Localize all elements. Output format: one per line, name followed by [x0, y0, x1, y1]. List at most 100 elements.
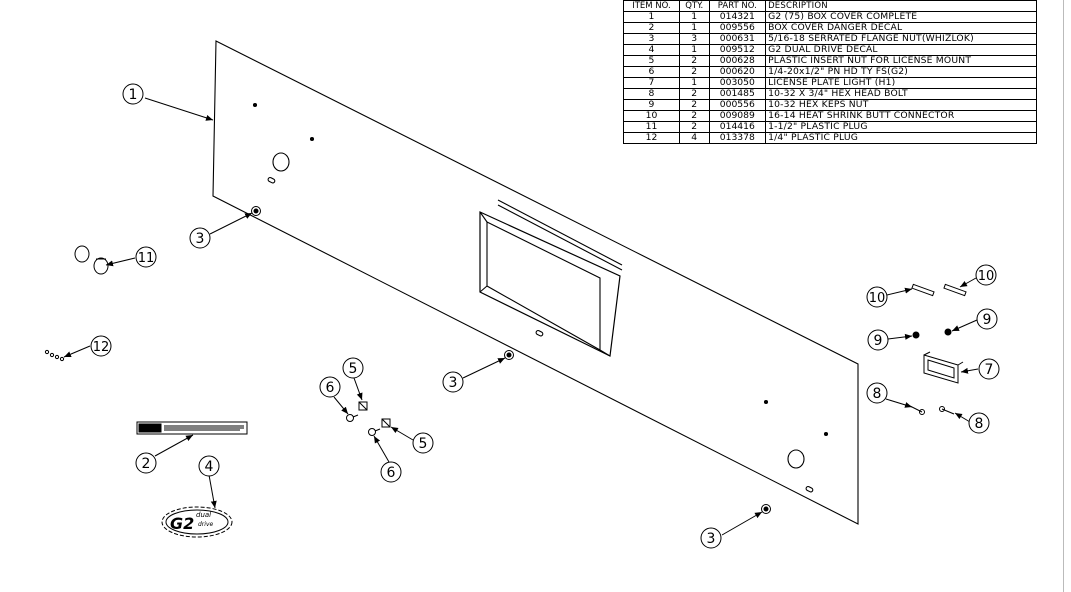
- box-cover-panel: [212, 40, 859, 525]
- screw-1: [346, 414, 359, 422]
- balloon-circle: [968, 412, 990, 434]
- balloon-circle: [189, 227, 211, 249]
- plastic-plug-small: [44, 349, 65, 362]
- balloon-circle: [198, 455, 220, 477]
- balloon-item: 11: [135, 246, 157, 268]
- bom-qty: 1: [678, 44, 710, 56]
- bom-item-no: 12: [623, 132, 680, 144]
- balloon-label: 6: [326, 380, 335, 396]
- balloon-label: 2: [142, 456, 151, 472]
- logo-sub-text-2: drive: [198, 521, 213, 528]
- bom-description: BOX COVER DANGER DECAL: [765, 22, 1037, 34]
- parts: G2 dual drive: [44, 206, 967, 538]
- balloon-item: 5: [412, 432, 434, 454]
- bom-item-no: 8: [623, 88, 680, 100]
- bom-description: 5/16-18 SERRATED FLANGE NUT(WHIZLOK): [765, 33, 1037, 45]
- balloon-label: 5: [349, 361, 358, 377]
- bom-header-description: DESCRIPTION: [765, 0, 1037, 12]
- balloon-label: 9: [983, 312, 992, 328]
- balloon-circle: [135, 246, 157, 268]
- balloon-item: 3: [700, 527, 722, 549]
- bom-part-no: 014321: [708, 11, 767, 23]
- bom-part-no: 013378: [708, 132, 767, 144]
- bom-item-no: 5: [623, 55, 680, 67]
- balloon-item: 6: [319, 376, 341, 398]
- g2-dual-drive-logo: G2 dual drive: [161, 506, 233, 538]
- bom-item-no: 9: [623, 99, 680, 111]
- bom-description: G2 (75) BOX COVER COMPLETE: [765, 11, 1037, 23]
- balloon-label: 6: [387, 465, 396, 481]
- balloon-label: 8: [873, 386, 882, 402]
- balloon-circle: [319, 376, 341, 398]
- bom-item-no: 1: [623, 11, 680, 23]
- bom-part-no: 009512: [708, 44, 767, 56]
- balloon-item: 6: [380, 461, 402, 483]
- plastic-plug-large: [74, 245, 109, 275]
- balloon-item: 9: [976, 308, 998, 330]
- sheet-border: [1063, 0, 1064, 592]
- bom-part-no: 000631: [708, 33, 767, 45]
- balloon-label: 11: [138, 251, 155, 266]
- balloon-circle: [975, 264, 997, 286]
- balloon-item: 5: [342, 357, 364, 379]
- balloon-item: 3: [442, 371, 464, 393]
- balloon-circle: [866, 286, 888, 308]
- balloon-item: 9: [867, 329, 889, 351]
- flange-nut-3: [761, 504, 771, 514]
- bom-qty: 2: [678, 88, 710, 100]
- bom-header-qty: QTY.: [678, 0, 710, 12]
- license-plate-light: [923, 351, 964, 384]
- balloon-label: 7: [985, 362, 994, 378]
- bom-item-no: 10: [623, 110, 680, 122]
- flange-nut-1: [251, 206, 261, 216]
- keps-nut-2: [944, 328, 952, 336]
- bom-description: 1-1/2" PLASTIC PLUG: [765, 121, 1037, 133]
- logo-main-text: G2: [170, 514, 194, 533]
- insert-nut-1: [358, 401, 368, 411]
- balloon-circle: [442, 371, 464, 393]
- balloon-label: 5: [419, 436, 428, 452]
- bom-description: 1/4" PLASTIC PLUG: [765, 132, 1037, 144]
- balloon-label: 12: [93, 340, 110, 355]
- balloon-circle: [412, 432, 434, 454]
- balloon-circle: [380, 461, 402, 483]
- balloon-label: 10: [978, 269, 995, 284]
- balloon-circle: [342, 357, 364, 379]
- balloon-item: 8: [866, 382, 888, 404]
- balloon-item: 12: [90, 335, 112, 357]
- bom-part-no: 000556: [708, 99, 767, 111]
- bom-qty: 1: [678, 77, 710, 89]
- bom-description: 10-32 X 3/4" HEX HEAD BOLT: [765, 88, 1037, 100]
- bom-part-no: 009556: [708, 22, 767, 34]
- bom-qty: 4: [678, 132, 710, 144]
- balloon-item: 2: [135, 452, 157, 474]
- balloon-circle: [135, 452, 157, 474]
- balloon-label: 10: [869, 291, 886, 306]
- bom-description: 1/4-20x1/2" PN HD TY FS(G2): [765, 66, 1037, 78]
- hex-bolt-2: [939, 406, 955, 415]
- bom-description: 10-32 HEX KEPS NUT: [765, 99, 1037, 111]
- bom-item-no: 2: [623, 22, 680, 34]
- bom-item-no: 11: [623, 121, 680, 133]
- bom-header-part: PART NO.: [708, 0, 767, 12]
- danger-decal: [136, 421, 248, 435]
- bom-qty: 2: [678, 110, 710, 122]
- keps-nut-1: [912, 331, 920, 339]
- balloon-label: 3: [707, 531, 716, 547]
- screw-2: [368, 428, 381, 436]
- bom-part-no: 003050: [708, 77, 767, 89]
- bom-header-row: ITEM NO. QTY. PART NO. DESCRIPTION: [623, 0, 1037, 12]
- balloon-label: 3: [449, 375, 458, 391]
